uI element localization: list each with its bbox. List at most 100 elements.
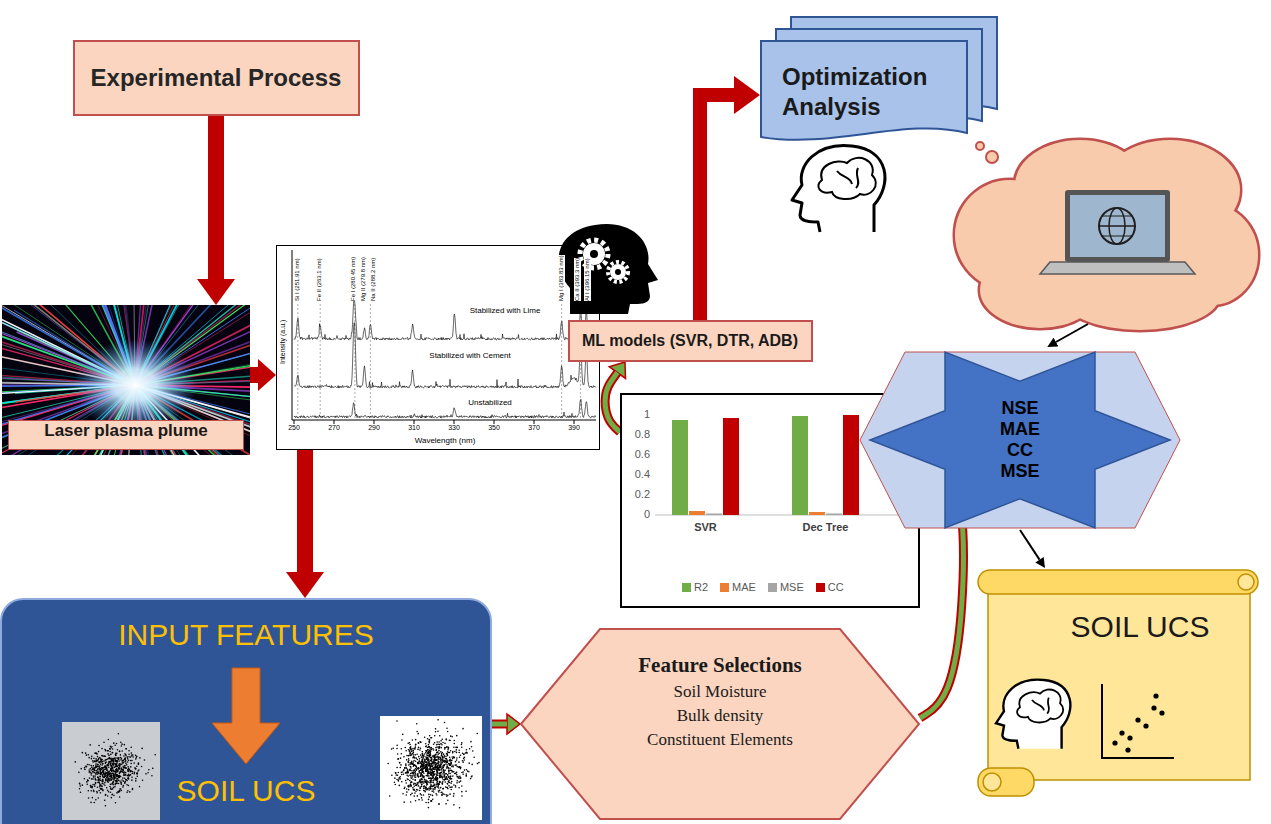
input-panel-outline [423, 762, 425, 764]
input-panel-outline [126, 767, 128, 769]
input-panel-outline [430, 766, 432, 768]
input-panel-outline [62, 722, 160, 820]
input-panel-outline [131, 771, 133, 773]
input-panel-outline [112, 784, 114, 786]
input-panel-outline [424, 761, 426, 763]
input-panel-outline [414, 765, 416, 767]
input-panel-outline [438, 767, 440, 769]
input-panel-outline [110, 791, 112, 793]
input-panel-outline [415, 746, 417, 748]
input-panel-outline [421, 758, 423, 760]
input-panel-outline [116, 769, 118, 771]
input-panel-outline [432, 771, 434, 773]
input-panel-outline [99, 777, 101, 779]
input-panel-outline [130, 770, 132, 772]
input-panel-outline [89, 771, 91, 773]
input-panel-outline [434, 769, 436, 771]
input-panel-outline [426, 764, 428, 766]
input-panel-outline [407, 742, 409, 744]
spectrum-trace [294, 323, 596, 388]
input-panel-outline [128, 774, 130, 776]
input-panel-outline [102, 779, 104, 781]
input-panel-outline [98, 758, 100, 760]
input-panel-outline [432, 788, 434, 790]
input-panel-outline [116, 761, 118, 763]
input-panel-outline [136, 773, 138, 775]
input-panel-outline [110, 762, 112, 764]
input-panel-outline [407, 761, 409, 763]
input-panel-outline [437, 771, 439, 773]
input-panel-outline [423, 767, 425, 769]
input-panel-outline [440, 765, 442, 767]
input-panel-outline [430, 794, 432, 796]
input-panel-outline [128, 771, 130, 773]
spectrum-trace [294, 298, 596, 418]
input-panel-outline [113, 778, 115, 780]
input-panel-outline [423, 780, 425, 782]
input-panel-outline [105, 794, 107, 796]
input-panel-outline [427, 775, 429, 777]
input-panel-outline [416, 769, 418, 771]
input-panel-outline [435, 767, 437, 769]
input-panel-outline [431, 757, 433, 759]
input-panel-outline [427, 770, 429, 772]
input-panel-outline [433, 774, 435, 776]
input-panel-outline [447, 774, 449, 776]
input-panel-outline [118, 733, 120, 735]
input-panel-outline [427, 749, 429, 751]
input-panel-outline [115, 770, 117, 772]
input-panel-outline [418, 785, 420, 787]
input-panel-outline [125, 774, 127, 776]
input-panel-outline [435, 779, 437, 781]
input-panel-outline [430, 788, 432, 790]
input-panel-outline [108, 773, 110, 775]
input-panel-outline [144, 759, 146, 761]
input-panel-outline [433, 767, 435, 769]
input-panel-outline [431, 758, 433, 760]
input-panel-outline [411, 772, 413, 774]
input-panel-outline [115, 764, 117, 766]
input-panel-outline [441, 792, 443, 794]
input-panel-outline [435, 747, 437, 749]
input-panel-outline [110, 768, 112, 770]
input-panel-outline [437, 766, 439, 768]
input-panel-outline [429, 752, 431, 754]
input-panel-outline [413, 782, 415, 784]
input-panel-outline [399, 762, 401, 764]
input-panel-outline [421, 761, 423, 763]
input-panel-outline [427, 749, 429, 751]
input-panel-outline [126, 764, 128, 766]
input-panel-outline [391, 775, 393, 777]
input-panel-outline [117, 760, 119, 762]
input-panel-outline [428, 788, 430, 790]
input-panel-outline [104, 756, 106, 758]
input-panel-outline [450, 782, 452, 784]
input-panel-outline [447, 767, 449, 769]
input-panel-outline [417, 762, 419, 764]
input-panel-outline [425, 762, 427, 764]
input-panel-outline [118, 768, 120, 770]
input-panel-outline [132, 754, 134, 756]
input-panel-outline [87, 780, 89, 782]
input-panel-outline [450, 787, 452, 789]
input-panel-outline [434, 735, 436, 737]
input-panel-outline [100, 773, 102, 775]
input-panel-outline [91, 758, 93, 760]
input-panel-outline [456, 752, 458, 754]
input-panel-outline [97, 772, 99, 774]
input-panel-outline [423, 776, 425, 778]
input-panel-outline [462, 760, 464, 762]
input-panel-outline [113, 761, 115, 763]
input-panel-outline [427, 755, 429, 757]
input-panel-outline [101, 761, 103, 763]
input-panel-outline [115, 754, 117, 756]
input-panel-outline [109, 761, 111, 763]
connector-line [605, 373, 620, 432]
input-panel-outline [416, 767, 418, 769]
input-panel-outline [111, 777, 113, 779]
input-panel-outline [91, 786, 93, 788]
input-panel-outline [139, 757, 141, 759]
input-panel-outline [434, 759, 436, 761]
input-panel-outline [413, 756, 415, 758]
input-panel-outline [436, 759, 438, 761]
